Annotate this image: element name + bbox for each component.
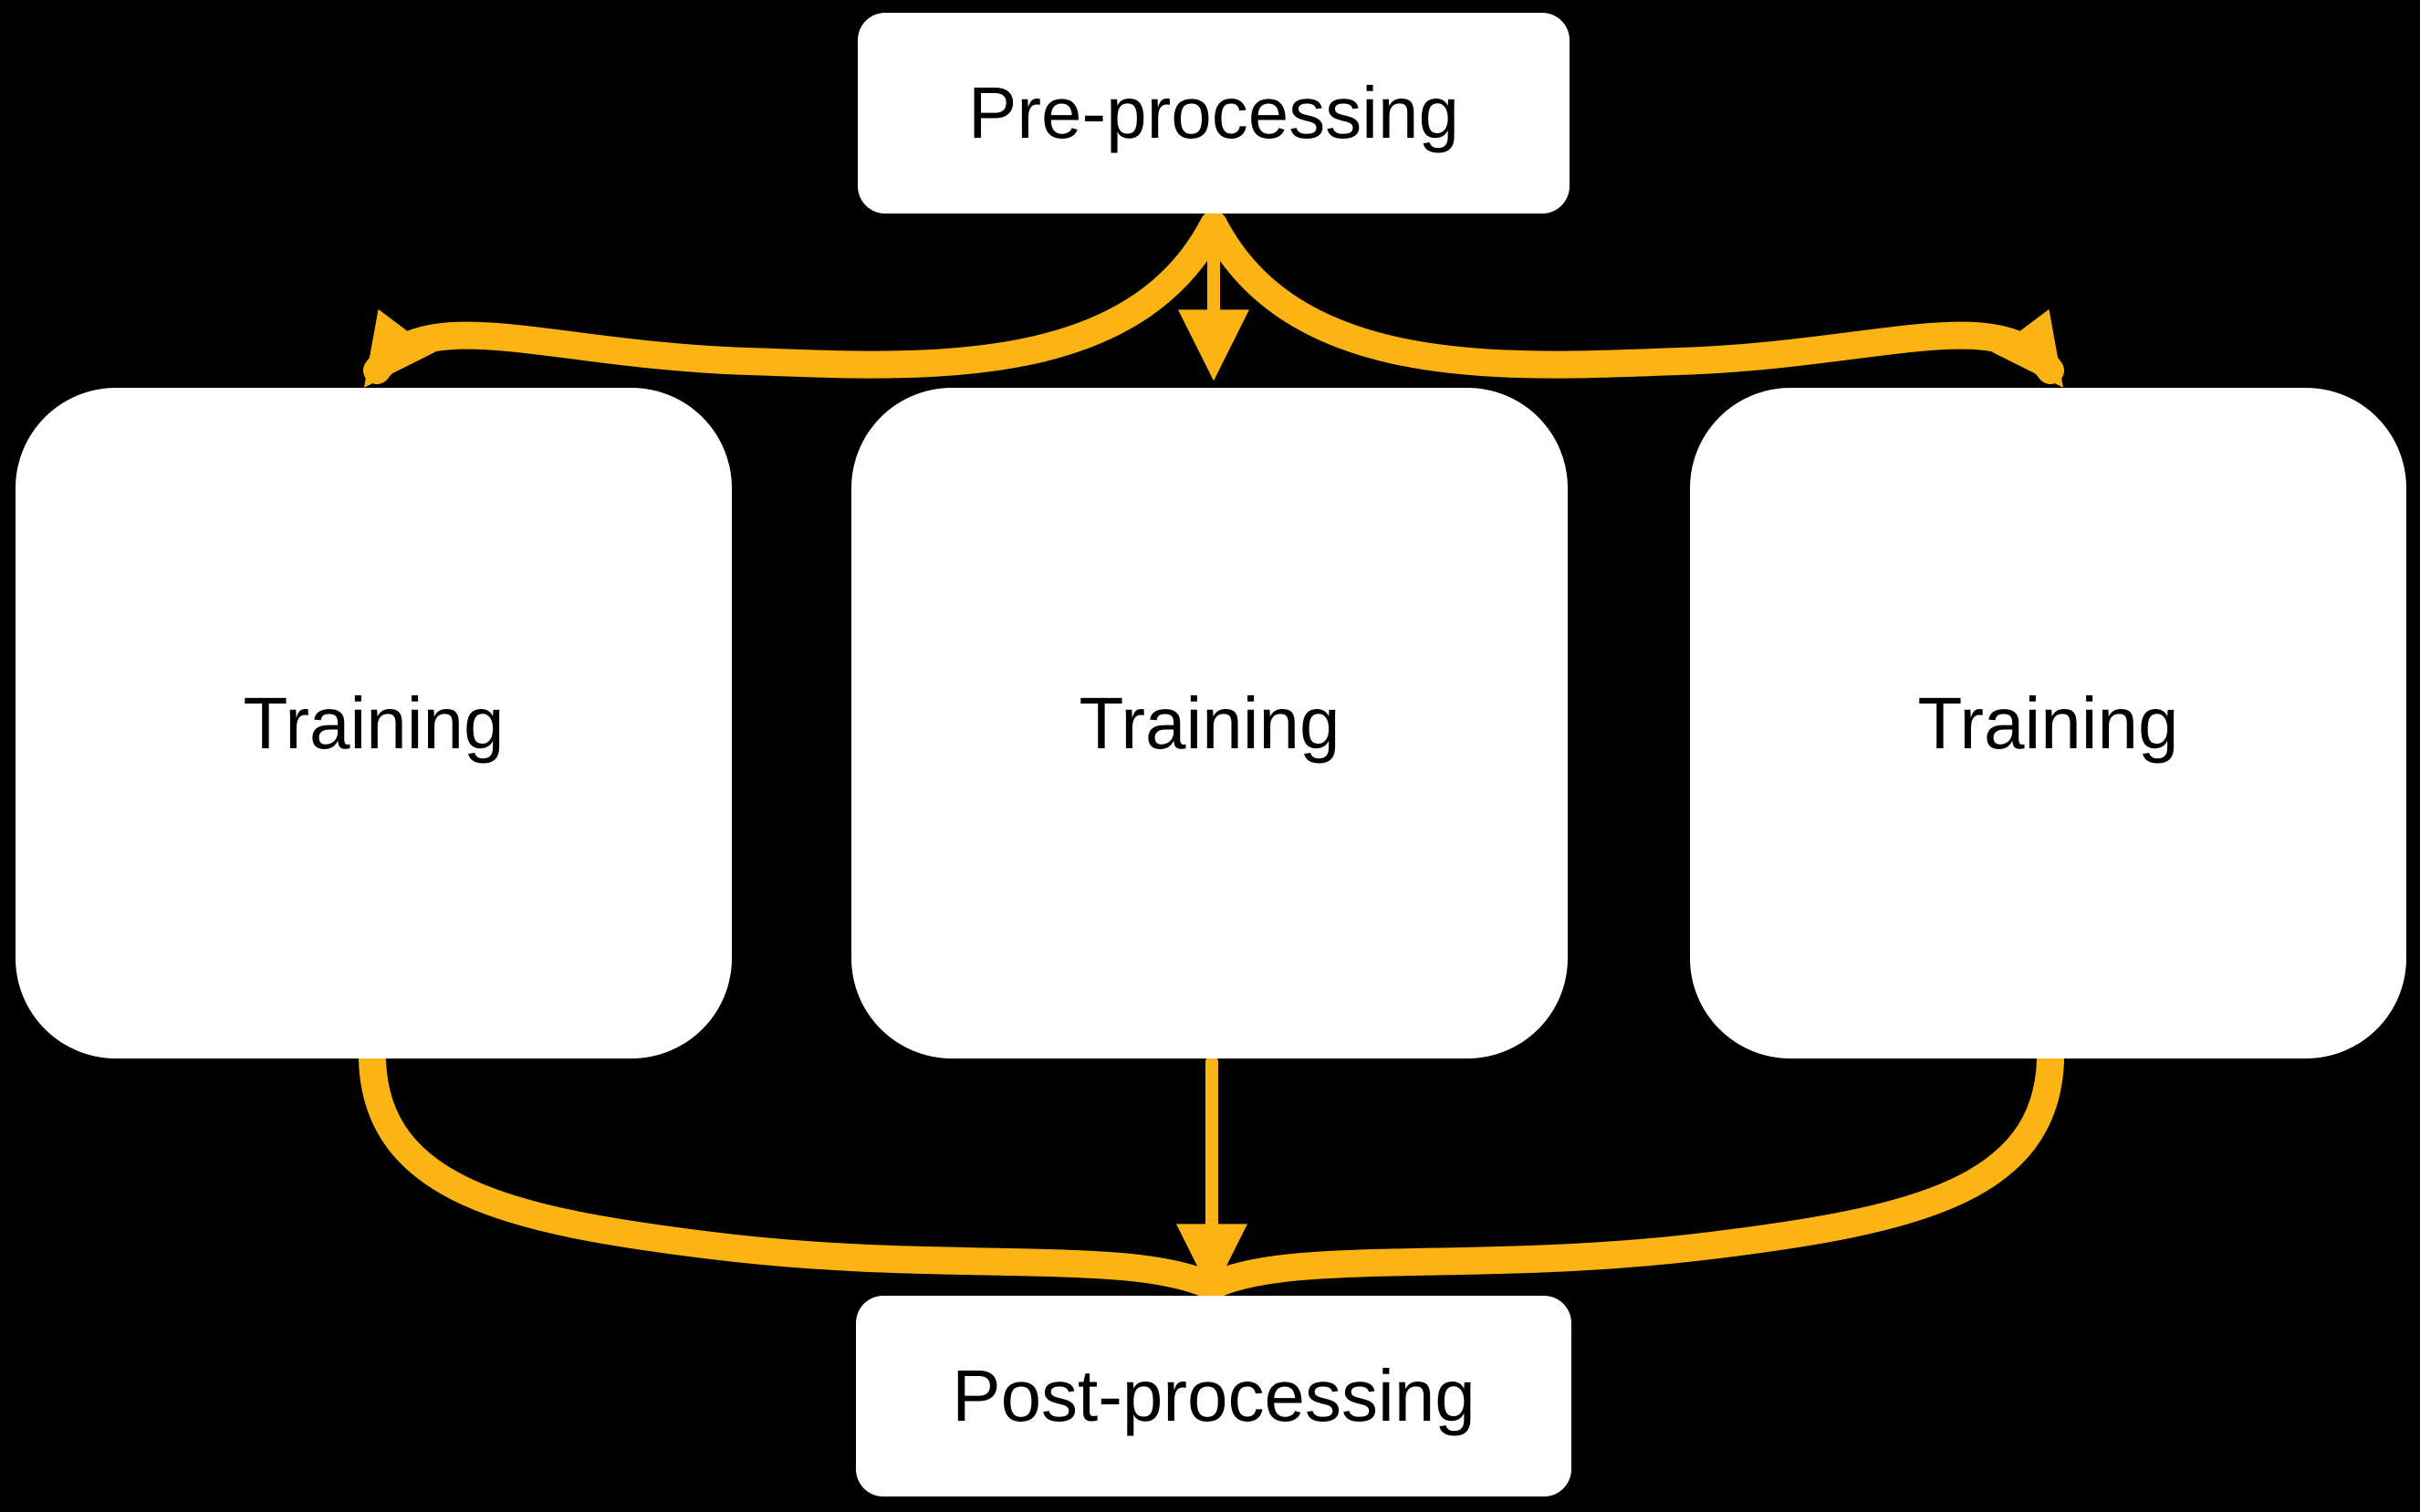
node-post-processing-label: Post-processing: [952, 1355, 1476, 1436]
node-training-center: Training: [851, 388, 1568, 1058]
edge-pre-to-training-right: [1200, 211, 2064, 388]
edge-training-right-to-post: [1201, 1047, 2064, 1298]
node-training-right-label: Training: [1917, 682, 2179, 764]
node-training-center-label: Training: [1079, 682, 1340, 764]
node-training-right: Training: [1690, 388, 2406, 1058]
node-training-left-label: Training: [243, 682, 505, 764]
node-pre-processing: Pre-processing: [858, 13, 1570, 214]
node-pre-processing-label: Pre-processing: [967, 72, 1459, 153]
edge-training-left-to-post: [359, 1047, 1222, 1298]
node-post-processing: Post-processing: [856, 1296, 1571, 1496]
node-training-left: Training: [16, 388, 732, 1058]
edge-pre-to-training-left: [363, 211, 1227, 388]
